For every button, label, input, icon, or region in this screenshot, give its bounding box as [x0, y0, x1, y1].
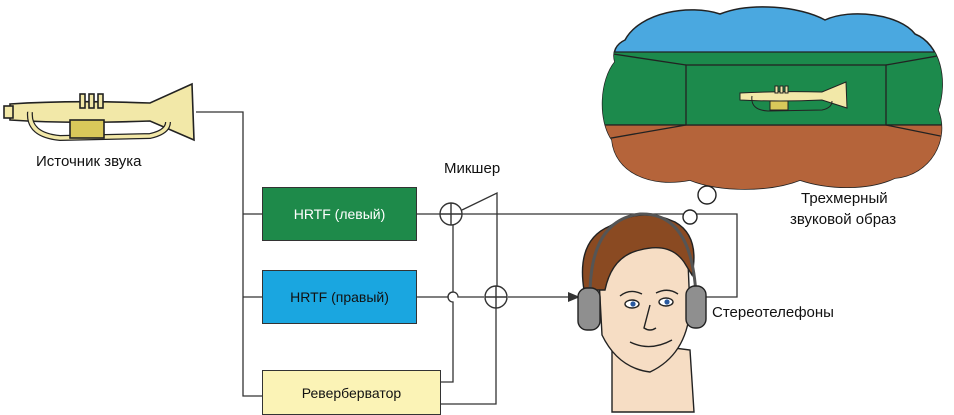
source-label: Источник звука: [36, 153, 142, 170]
signal-wires: [196, 111, 738, 405]
trumpet-icon: [3, 82, 195, 142]
mixer-label: Микшер: [444, 160, 501, 177]
reverb-block: Реверберватор: [262, 370, 441, 415]
summing-junction-icon: [484, 285, 508, 309]
hrtf-left-label: HRTF (левый): [293, 206, 386, 222]
listener-head-icon: [577, 212, 707, 413]
thought-bubble-icon: [601, 6, 943, 242]
hrtf-left-block: HRTF (левый): [262, 187, 417, 241]
hrtf-right-block: HRTF (правый): [262, 270, 417, 324]
summing-junction-icon: [439, 202, 463, 226]
headphones-label: Стереотелефоны: [712, 304, 834, 321]
reverb-label: Реверберватор: [301, 384, 402, 401]
image-label-line2: звуковой образ: [790, 211, 897, 228]
hrtf-right-label: HRTF (правый): [290, 289, 389, 305]
image-label-line1: Трехмерный: [801, 190, 888, 207]
